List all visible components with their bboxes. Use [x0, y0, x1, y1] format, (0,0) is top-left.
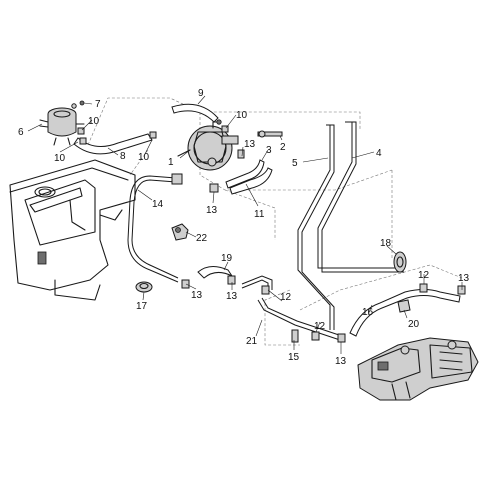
callout-9: 9 — [198, 88, 204, 99]
clamp-13b — [209, 183, 219, 193]
callout-5: 5 — [292, 158, 298, 169]
callout-11: 11 — [254, 209, 265, 220]
hose-part-16 — [349, 289, 461, 337]
grommet-part-18 — [393, 251, 407, 273]
clamp-13f — [457, 285, 466, 295]
callout-19: 19 — [221, 253, 233, 264]
callout-4: 4 — [376, 148, 382, 159]
hardware — [77, 100, 466, 343]
callout-20: 20 — [408, 319, 420, 330]
callout-18: 18 — [380, 238, 392, 249]
clamp-13e — [337, 333, 346, 343]
leader-lines — [27, 95, 463, 354]
clamp-10b — [79, 137, 87, 145]
callout-13c: 13 — [191, 290, 203, 301]
callout-7: 7 — [95, 99, 101, 110]
callout-13f: 13 — [458, 273, 470, 284]
abs-modulator-unit — [357, 337, 479, 401]
callout-12b: 12 — [314, 321, 326, 332]
clamp-12b — [311, 331, 320, 341]
clamp-12c — [419, 283, 428, 293]
callout-15: 15 — [288, 352, 300, 363]
callout-16: 16 — [362, 307, 374, 318]
brake-line-part-5 — [297, 124, 335, 330]
callout-13e: 13 — [335, 356, 347, 367]
callout-22: 22 — [196, 233, 208, 244]
reservoir-part-6 — [39, 103, 85, 146]
callout-10d: 10 — [236, 110, 248, 121]
callout-12c: 12 — [418, 270, 430, 281]
hose-part-3 — [229, 167, 273, 195]
callout-13d: 13 — [226, 291, 238, 302]
clamp-13d — [227, 275, 236, 285]
callout-10b: 10 — [54, 153, 66, 164]
hose-part-11 — [225, 159, 265, 189]
callout-13a: 13 — [244, 139, 256, 150]
callout-labels: 1 2 3 4 5 6 7 8 9 10 10 10 10 11 12 12 1… — [18, 88, 470, 367]
callout-17: 17 — [136, 301, 148, 312]
clamp-13c — [181, 279, 190, 289]
callout-1: 1 — [168, 157, 174, 168]
callout-2: 2 — [280, 142, 286, 153]
body-panel — [9, 159, 136, 301]
screw-15 — [291, 329, 299, 343]
clamp-10d — [221, 125, 229, 133]
callout-8: 8 — [120, 151, 126, 162]
clamp-10c — [149, 131, 157, 139]
fitting-part-22 — [171, 223, 189, 241]
callout-10c: 10 — [138, 152, 150, 163]
grommet-part-17 — [135, 281, 153, 293]
hose-part-14 — [127, 173, 183, 283]
callout-12a: 12 — [280, 292, 292, 303]
clamp-12a — [261, 285, 270, 295]
callout-21: 21 — [246, 336, 258, 347]
clamp-10a — [77, 127, 85, 135]
callout-10a: 10 — [88, 116, 100, 127]
brake-booster-part-1 — [177, 119, 239, 171]
screw-7 — [79, 100, 85, 106]
callout-13b: 13 — [206, 205, 218, 216]
clamp-13a — [237, 149, 245, 159]
hose-part-9 — [171, 103, 219, 123]
clip-part-20 — [397, 299, 411, 313]
callout-14: 14 — [152, 199, 164, 210]
bolt-part-2 — [257, 130, 283, 138]
callout-3: 3 — [266, 145, 272, 156]
callout-6: 6 — [18, 127, 24, 138]
brake-line-part-4 — [317, 121, 404, 273]
